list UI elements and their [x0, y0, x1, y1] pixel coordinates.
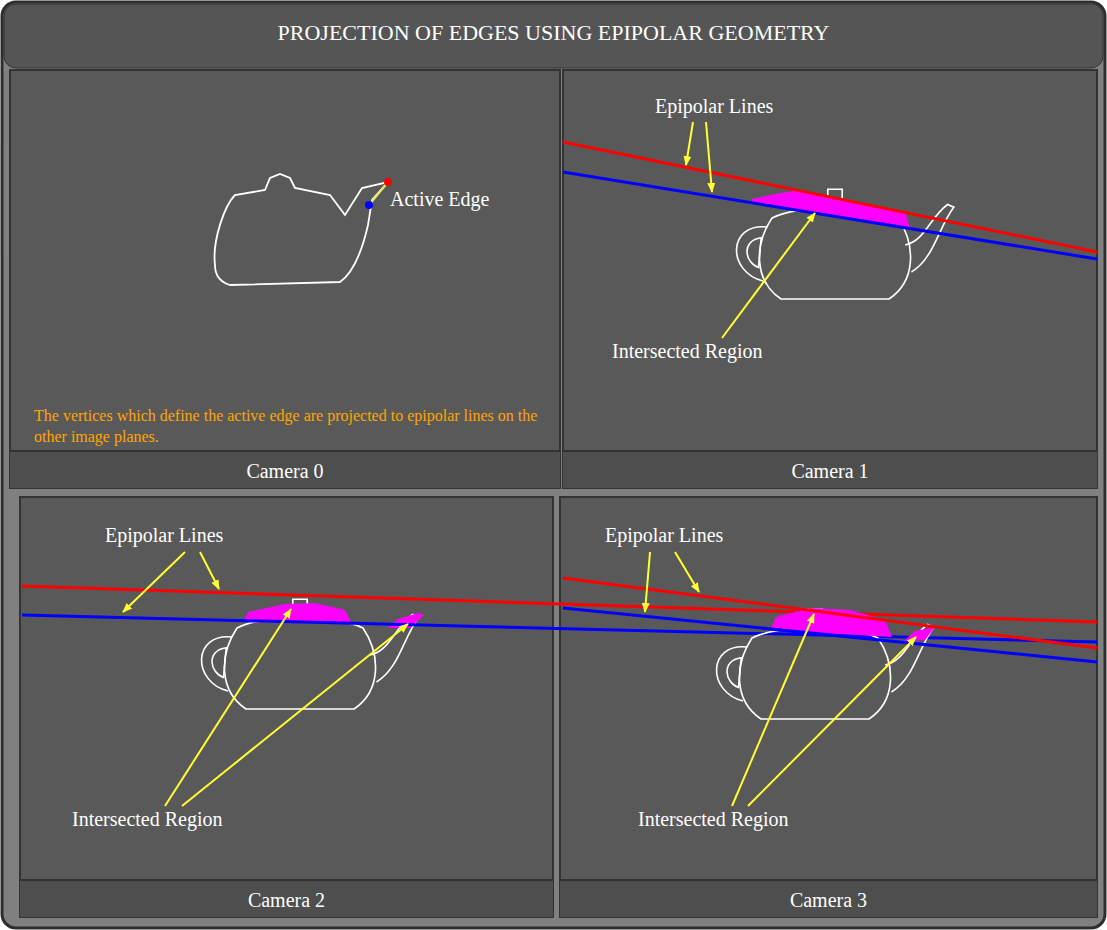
epipolar-label: Epipolar Lines [605, 524, 723, 547]
camera-panel: Camera 2 [20, 497, 553, 917]
camera-caption: Camera 0 [10, 450, 560, 488]
note-text: The vertices which define the active edg… [34, 406, 559, 448]
camera-panel: Camera 0 [10, 70, 560, 488]
epipolar-label: Epipolar Lines [655, 95, 773, 118]
region-label: Intersected Region [612, 340, 763, 363]
camera-panel: Camera 1 [563, 70, 1097, 488]
camera-panel: Camera 3 [560, 497, 1097, 917]
camera-caption: Camera 2 [20, 879, 553, 917]
region-label: Intersected Region [72, 808, 223, 831]
region-label: Intersected Region [638, 808, 789, 831]
edge-label: Active Edge [390, 188, 489, 211]
title: PROJECTION OF EDGES USING EPIPOLAR GEOME… [4, 4, 1103, 62]
epipolar-label: Epipolar Lines [105, 524, 223, 547]
camera-caption: Camera 1 [563, 450, 1097, 488]
camera-caption: Camera 3 [560, 879, 1097, 917]
